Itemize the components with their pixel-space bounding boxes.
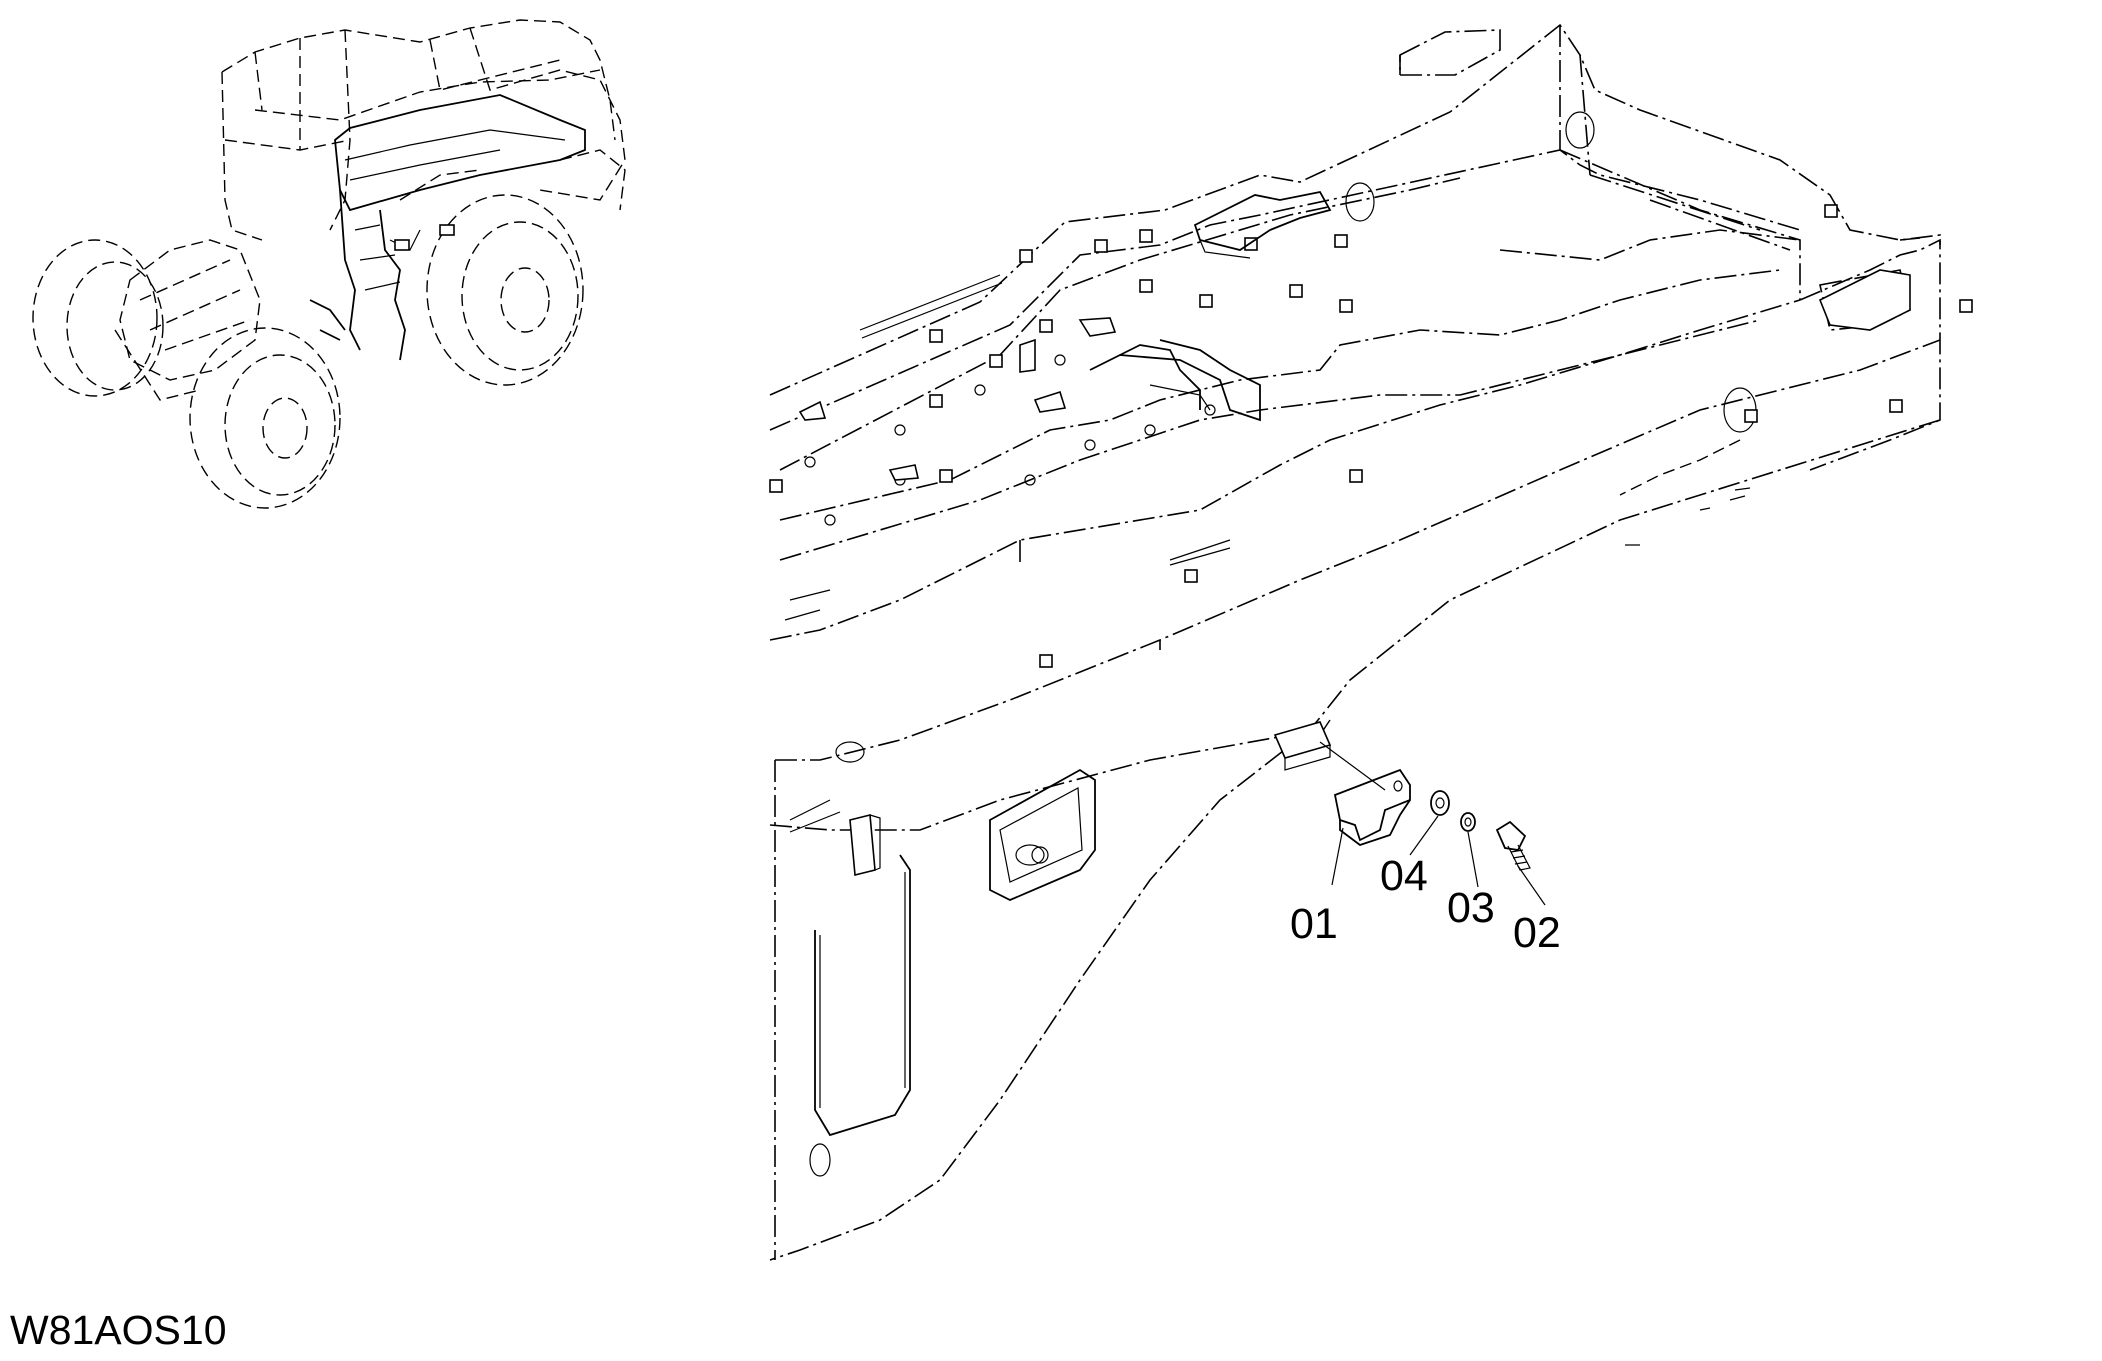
callout-04: 04 [1380, 852, 1428, 900]
lock-washer-part-03 [1460, 812, 1476, 832]
callout-01: 01 [1290, 900, 1338, 948]
machine-overview [32, 19, 626, 509]
leader-line-02 [1517, 865, 1546, 906]
callout-03: 03 [1447, 884, 1495, 932]
frame-holes [804, 111, 1757, 1177]
frame-nuts [769, 204, 1973, 668]
exploded-parts [1273, 721, 1546, 906]
washer-part-04 [1430, 790, 1450, 816]
bolt-part-02 [1495, 820, 1531, 871]
callout-02: 02 [1513, 909, 1561, 957]
leader-line-04 [1409, 815, 1439, 856]
leader-line-01 [1331, 827, 1344, 886]
bracket-part-01 [1333, 768, 1411, 847]
frame-assembly [769, 23, 1973, 1261]
leader-line-03 [1467, 831, 1479, 888]
drawing-code: W81AOS10 [10, 1307, 227, 1353]
